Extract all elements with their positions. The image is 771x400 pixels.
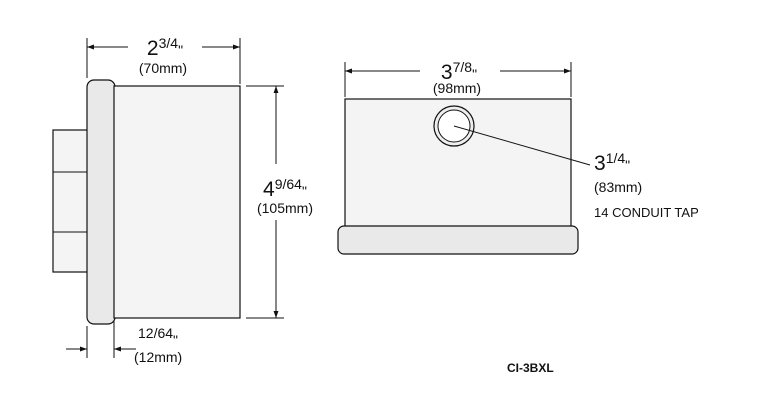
conduit-leader-line [453,125,591,166]
conduit-note: 14 CONDUIT TAP [594,205,699,220]
model-label: CI-3BXL [507,361,554,375]
side-body-outline [113,85,241,319]
side-width-dimension: 23/4" [147,35,183,60]
conduit-dimension: 31/4" [594,150,630,175]
side-height-dimension: 49/64" [263,176,307,201]
side-height-metric: (105mm) [257,200,313,216]
front-width-dimension: 37/8" [441,59,477,84]
front-base-flange [337,225,579,255]
side-width-metric: (70mm) [139,60,187,76]
flange-dimension: 12/64" [138,325,178,348]
front-view: 37/8" (98mm) 31/4" (83mm) 14 CONDUIT TAP [337,59,699,255]
front-width-metric: (98mm) [433,80,481,96]
flange-metric: (12mm) [134,349,182,365]
flange-outline [86,79,116,325]
rear-hub-outline [52,129,89,273]
conduit-metric: (83mm) [594,179,642,195]
side-view: 23/4" (70mm) 49/64" (105mm) 12/64" (12mm… [52,35,313,365]
